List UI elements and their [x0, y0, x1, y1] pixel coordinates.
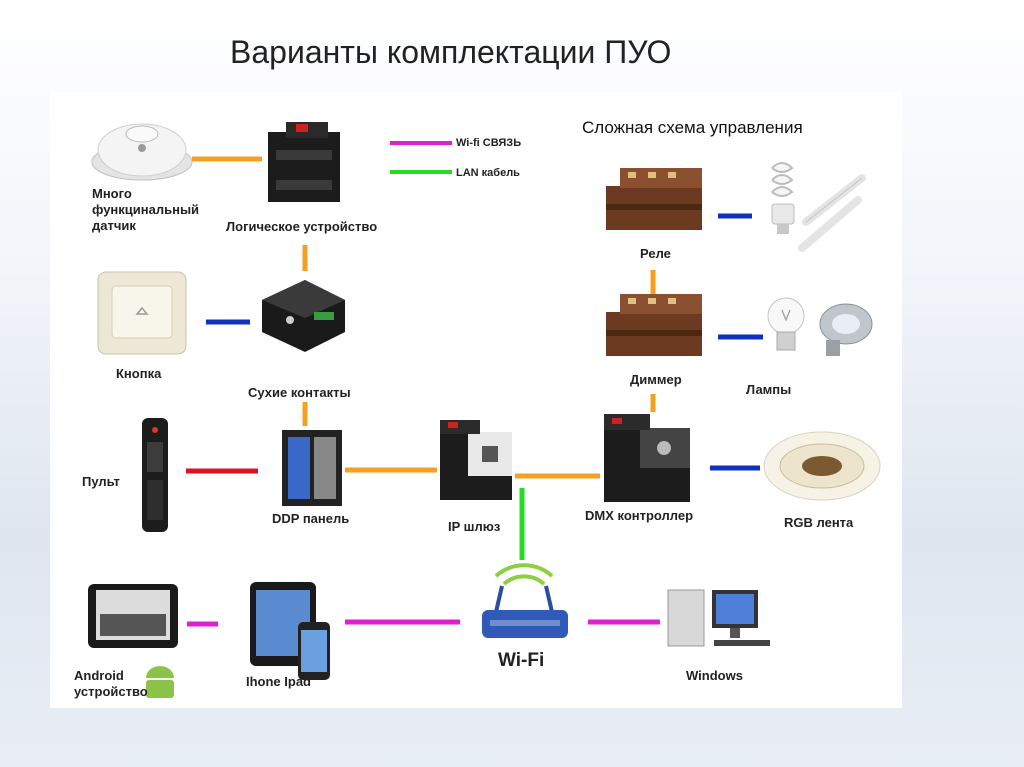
- wifi-router-icon: [482, 563, 568, 638]
- windows-label: Windows: [686, 668, 743, 683]
- wifi-label: Wi-Fi: [498, 650, 545, 671]
- remote-label: Пульт: [82, 474, 120, 489]
- android-label: Android устройство: [74, 668, 148, 699]
- dry-contacts-label: Сухие контакты: [248, 385, 351, 400]
- dmx-controller-label: DMX контроллер: [585, 508, 694, 523]
- legend-wifi-label: Wi-fi СВЯЗЬ: [456, 137, 522, 149]
- lamps-label: Лампы: [746, 382, 792, 397]
- iphone-label: Ihone Ipad: [246, 674, 311, 689]
- relay-device: [606, 168, 702, 230]
- rgb-strip-label: RGB лента: [784, 515, 854, 530]
- rgb-strip-icon: [763, 431, 881, 501]
- diagram-panel: [50, 92, 902, 708]
- dimmer-label: Диммер: [630, 372, 682, 387]
- incandescent-lamp-icon: [767, 297, 805, 351]
- iphone-icon: [298, 622, 330, 680]
- wall-button: [97, 271, 187, 355]
- ip-gateway-label: IP шлюз: [448, 519, 501, 534]
- logic-device-label: Логическое устройство: [226, 219, 378, 234]
- ddp-panel-device: [282, 430, 342, 506]
- windows-pc-icon: [667, 589, 770, 647]
- dry-contacts-device: [262, 280, 345, 352]
- button-label: Кнопка: [116, 366, 162, 381]
- diagram-subtitle: Сложная схема управления: [582, 118, 803, 137]
- remote-device: [142, 418, 168, 532]
- ddp-panel-label: DDP панель: [272, 511, 350, 526]
- slide-title: Варианты комплектации ПУО: [230, 34, 672, 70]
- legend-lan-label: LAN кабель: [456, 167, 520, 179]
- connections: [186, 141, 763, 627]
- dimmer-device: [606, 294, 702, 356]
- ip-gateway-device: [440, 420, 512, 500]
- dmx-controller-device: [604, 414, 690, 502]
- android-logo-icon: [146, 666, 174, 698]
- halogen-lamp-icon: [819, 303, 873, 356]
- tube-lamp-icon: [798, 174, 866, 252]
- android-tablet-icon: [88, 584, 178, 648]
- logic-device: [268, 122, 340, 202]
- relay-label: Реле: [640, 246, 671, 261]
- sensor-label: Много функцинальный датчик: [92, 186, 200, 233]
- cfl-lamp-icon: [771, 162, 795, 234]
- sensor-device: [91, 123, 193, 181]
